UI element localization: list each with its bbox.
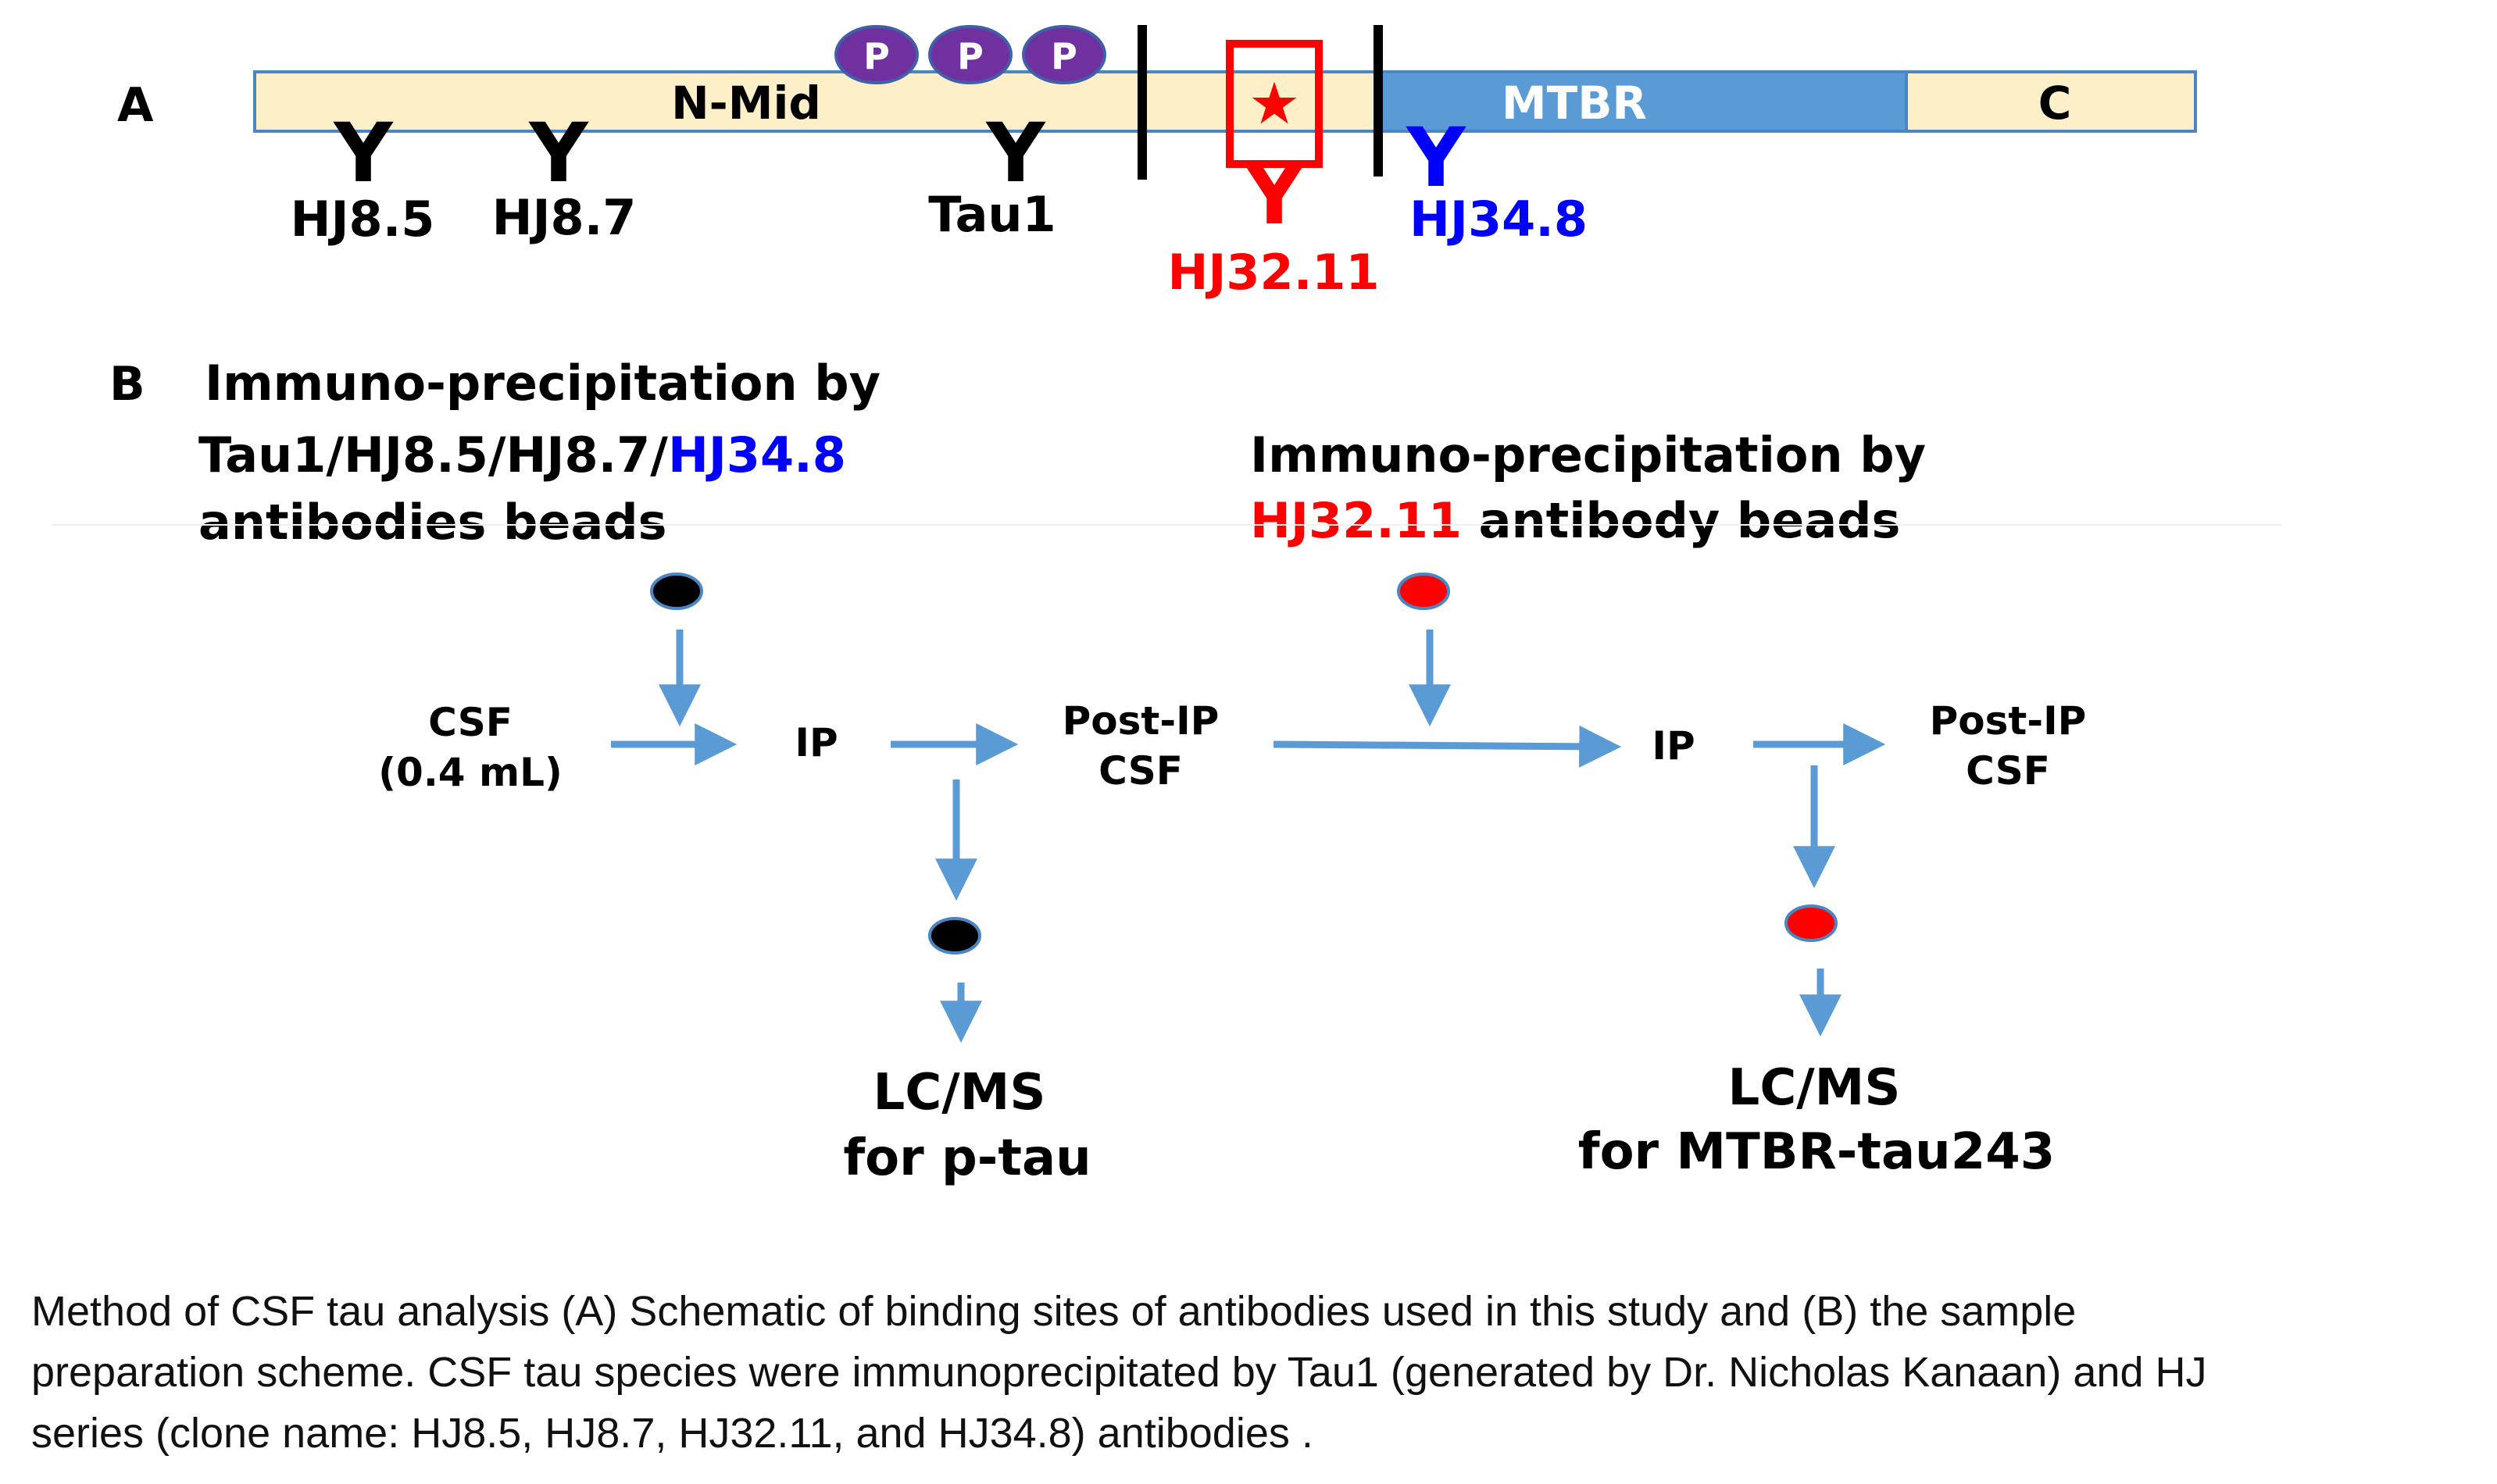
left-title-line2: Tau1/HJ8.5/HJ8.7/HJ34.8 [198,426,846,483]
flow-arrows [611,630,1886,1043]
antibody-label-hj348: HJ34.8 [1409,191,1588,248]
antibody-icon-tau1: Y [984,105,1046,201]
caption-line-2: preparation scheme. CSF tau species were… [31,1349,2207,1396]
panel-b: B Immuno-precipitation by Tau1/HJ8.5/HJ8… [51,355,2281,1187]
node-ip-1: IP [795,720,838,765]
caption-line-1: Method of CSF tau analysis (A) Schematic… [31,1288,2077,1335]
bead-red-bottom [1784,904,1838,942]
node-lcms-right: LC/MS [1728,1059,1901,1117]
node-lcms-left: LC/MS [873,1064,1046,1122]
phospho-site-1: P [834,25,919,84]
hj3211-epitope-box [1226,40,1323,168]
phospho-site-3: P [1022,25,1106,84]
panel-a-label: A [117,78,154,133]
tau-bar-nmid-region [253,70,1378,133]
arrow-postip1-to-ip2 [1273,725,1622,768]
phospho-label: P [863,35,890,77]
antibody-icon-hj3211: Y [1243,148,1305,243]
tau-bar-c-region [1905,70,2197,133]
node-ip-2: IP [1652,723,1695,769]
caption-line-3: series (clone name: HJ8.5, HJ8.7, HJ32.1… [31,1410,1313,1457]
left-title-hj348: HJ34.8 [668,426,846,483]
bead-black-bottom [928,917,981,954]
star-icon: ★ [1248,70,1300,137]
bead-black-top [650,573,703,610]
node-csf-line1: CSF [428,700,513,745]
panel-a: A N-Mid MTBR C P P P ★ Y Y Y Y Y [117,25,2197,301]
phospho-site-2: P [928,25,1013,84]
antibody-icon-hj348: Y [1405,110,1466,205]
node-postip1-line1: Post-IP [1063,698,1220,744]
antibody-icon-hj87: Y [527,105,589,201]
right-title-rest: antibody beads [1462,492,1900,549]
node-for-mtbr: for MTBR-tau243 [1578,1123,2056,1181]
antibody-label-tau1: Tau1 [928,186,1056,243]
panel-b-label: B [109,357,145,412]
left-title-antibodies-black: Tau1/HJ8.5/HJ8.7/ [198,426,668,483]
antibody-label-hj3211: HJ32.11 [1167,244,1379,301]
left-title-line1: Immuno-precipitation by [205,355,881,412]
node-postip2-line1: Post-IP [1930,698,2087,744]
right-title-line1: Immuno-precipitation by [1250,426,1926,483]
region-label-mtbr: MTBR [1502,77,1647,130]
right-title-hj3211: HJ32.11 [1250,492,1462,549]
right-title-line2: HJ32.11 antibody beads [1250,492,1900,549]
node-postip1-line2: CSF [1098,748,1183,794]
bead-red-top [1397,573,1450,610]
antibody-icon-hj85: Y [332,105,394,201]
figure-caption: Method of CSF tau analysis (A) Schematic… [31,1281,2453,1464]
tau-bar-mtbr-region [1375,70,1908,133]
left-title-line3: antibodies beads [198,494,667,551]
region-label-nmid: N-Mid [671,77,821,130]
antibody-label-hj85: HJ8.5 [291,191,435,248]
phospho-label: P [1051,35,1077,77]
antibody-label-hj87: HJ8.7 [492,189,637,246]
node-csf-line2: (0.4 mL) [378,750,563,795]
region-label-c: C [2038,77,2072,130]
node-postip2-line2: CSF [1966,748,2050,794]
node-for-ptau: for p-tau [843,1129,1091,1187]
phospho-label: P [957,35,984,77]
